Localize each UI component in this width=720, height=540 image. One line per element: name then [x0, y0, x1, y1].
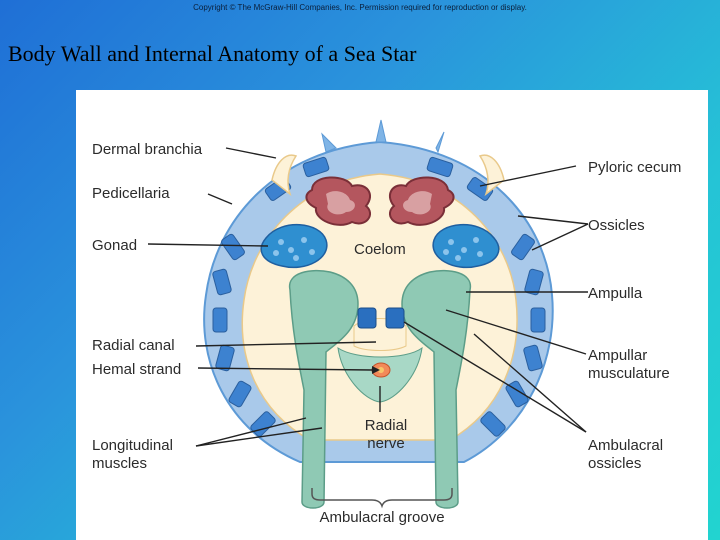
aboral-spine [321, 132, 337, 153]
ambulacral-ossicle-left [357, 307, 377, 329]
ossicle [228, 380, 252, 408]
label-gonad: Gonad [92, 237, 137, 254]
ossicle [215, 344, 235, 372]
pyloric-cecum-left-inner [326, 191, 355, 215]
label-ampullar-musculature-line2: musculature [588, 365, 670, 382]
ossicle [302, 156, 330, 178]
label-ambulacral-ossicles-line1: Ambulacral [588, 437, 663, 454]
tube-foot-right [401, 269, 471, 509]
label-ampullar-musculature-line1: Ampullar [588, 347, 647, 364]
label-dermal-branchia: Dermal branchia [92, 141, 203, 158]
aboral-spine [375, 119, 387, 143]
label-radial-canal: Radial canal [92, 337, 175, 354]
ambulacral-groove-bracket [311, 488, 453, 509]
leader-lines [147, 147, 589, 447]
ossicle [426, 156, 454, 178]
ossicle [480, 411, 506, 437]
label-ossicles: Ossicles [588, 217, 645, 234]
hemal-strand-core [378, 367, 384, 373]
copyright-notice: Copyright © The McGraw-Hill Companies, I… [193, 3, 527, 12]
ossicle [212, 307, 228, 333]
label-ambulacral-ossicles-line2: ossicles [588, 455, 641, 472]
label-pyloric-cecum: Pyloric cecum [588, 159, 681, 176]
label-pedicellaria: Pedicellaria [92, 185, 170, 202]
label-radial-nerve-line2: nerve [367, 435, 405, 452]
dermal-branchia [478, 154, 505, 197]
aboral-spine [435, 131, 445, 154]
ossicle [511, 233, 535, 261]
diagram-panel: Dermal branchia Pedicellaria Gonad Coelo… [76, 90, 708, 540]
label-longitudinal-muscles-line2: muscles [92, 455, 147, 472]
ossicles-group [212, 156, 546, 437]
ossicle [466, 177, 494, 201]
arrow-head [372, 366, 380, 374]
ossicle [221, 233, 245, 261]
label-ampulla: Ampulla [588, 285, 643, 302]
ossicle [212, 268, 232, 296]
gonad-left [260, 224, 328, 269]
ossicle [524, 268, 544, 296]
ossicle [530, 307, 546, 333]
label-ambulacral-groove: Ambulacral groove [319, 509, 444, 526]
label-coelom: Coelom [354, 241, 406, 258]
dermal-branchia [271, 154, 298, 197]
sea-star-cross-section-diagram: Dermal branchia Pedicellaria Gonad Coelo… [92, 119, 681, 526]
ossicle [523, 344, 543, 372]
gonad-texture [273, 237, 483, 261]
label-hemal-strand: Hemal strand [92, 361, 181, 378]
pyloric-cecum-right-inner [403, 191, 432, 215]
slide-title: Body Wall and Internal Anatomy of a Sea … [8, 41, 417, 66]
gonad-right [432, 224, 500, 269]
label-radial-nerve-line1: Radial [365, 417, 408, 434]
label-longitudinal-muscles-line1: Longitudinal [92, 437, 173, 454]
tube-foot-left [289, 269, 359, 509]
ambulacral-ossicle-right [385, 307, 405, 329]
